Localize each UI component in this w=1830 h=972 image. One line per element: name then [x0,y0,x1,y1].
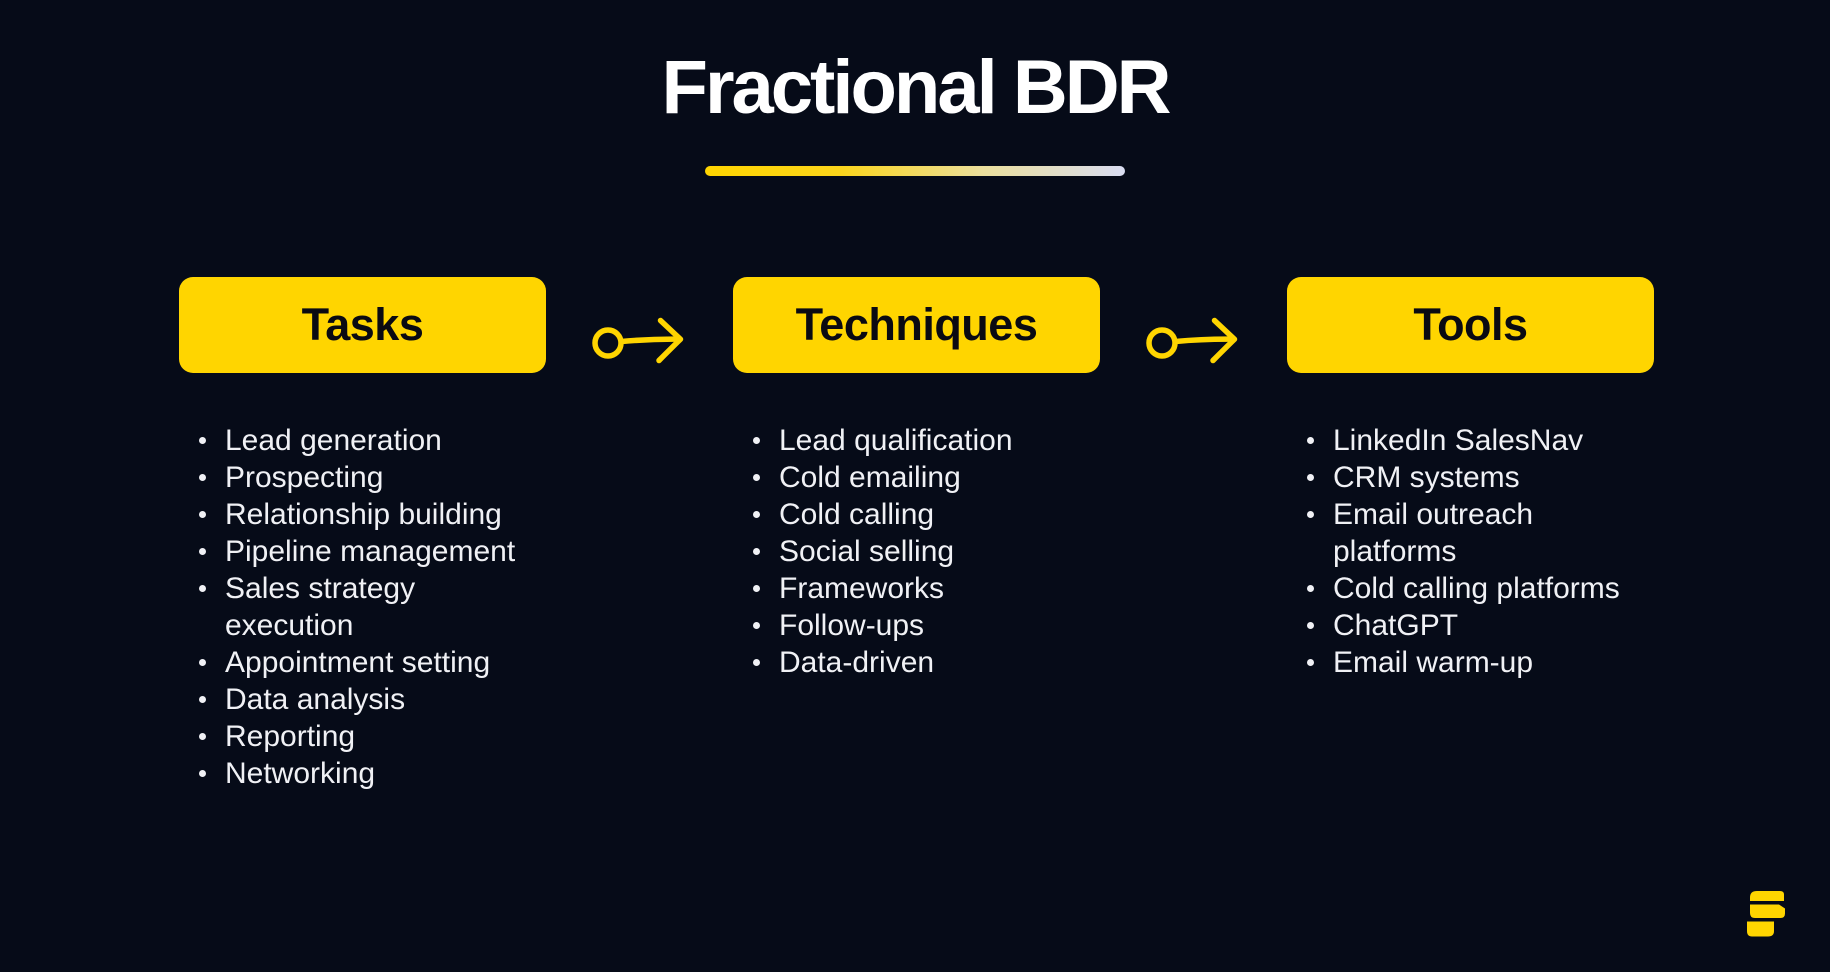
circle-arrow-right-icon [592,317,684,364]
tools-box-label: Tools [1413,299,1528,350]
list-item: Email outreach platforms [1307,496,1654,570]
flow-arrow-2 [1100,315,1287,365]
list-item-text: Relationship building [225,498,502,531]
list-item-text: Social selling [779,535,955,568]
list-item: Data-driven [753,644,1100,681]
list-item: CRM systems [1307,459,1654,496]
list-item-text: Frameworks [779,572,945,605]
list-item-text: ChatGPT [1333,609,1459,642]
list-item: Data analysis [199,681,546,718]
list-item: Sales strategy execution [199,570,546,644]
list-item: Cold calling [753,496,1100,533]
list-item-text: Sales strategy execution [225,572,416,642]
techniques-box-label: Techniques [795,299,1038,350]
title-underline [705,166,1125,176]
list-item-text: Appointment setting [225,646,491,679]
list-item: Lead qualification [753,422,1100,459]
tasks-header-box: Tasks [179,277,546,373]
list-item: Reporting [199,718,546,755]
list-item: Cold emailing [753,459,1100,496]
list-item-text: Data-driven [779,646,935,679]
list-item: Pipeline management [199,533,546,570]
tasks-box-label: Tasks [301,299,424,350]
list-item-text: Cold calling [779,498,935,531]
s-logo-icon [1747,891,1785,937]
list-item-text: Lead qualification [779,424,1013,457]
list-item-text: Follow-ups [779,609,925,642]
page-title: Fractional BDR [661,45,1172,130]
techniques-header-box: Techniques [733,277,1100,373]
list-item-text: Pipeline management [225,535,516,568]
list-item: Lead generation [199,422,546,459]
list-item: Social selling [753,533,1100,570]
list-item: Relationship building [199,496,546,533]
header: Fractional BDR [0,0,1830,176]
list-item-text: Data analysis [225,683,406,716]
list-item-text: LinkedIn SalesNav [1333,424,1584,457]
list-item: Prospecting [199,459,546,496]
list-item-text: Email warm-up [1333,646,1534,679]
list-item-text: Prospecting [225,461,384,494]
list-item-text: CRM systems [1333,461,1520,494]
list-item: LinkedIn SalesNav [1307,422,1654,459]
flow-arrow-1 [546,315,733,365]
list-item-text: Cold calling platforms [1333,572,1620,605]
list-item: ChatGPT [1307,607,1654,644]
list-item: Cold calling platforms [1307,570,1654,607]
list-item-text: Reporting [225,720,356,753]
circle-arrow-right-icon [1146,317,1238,364]
list-item: Networking [199,755,546,792]
list-item-text: Networking [225,757,376,790]
tools-header-box: Tools [1287,277,1654,373]
list-item: Email warm-up [1307,644,1654,681]
list-item-text: Email outreach platforms [1333,498,1534,568]
list-item-text: Cold emailing [779,461,961,494]
brand-logo [1747,891,1785,937]
list-item: Frameworks [753,570,1100,607]
list-item-text: Lead generation [225,424,442,457]
list-item: Follow-ups [753,607,1100,644]
list-item: Appointment setting [199,644,546,681]
